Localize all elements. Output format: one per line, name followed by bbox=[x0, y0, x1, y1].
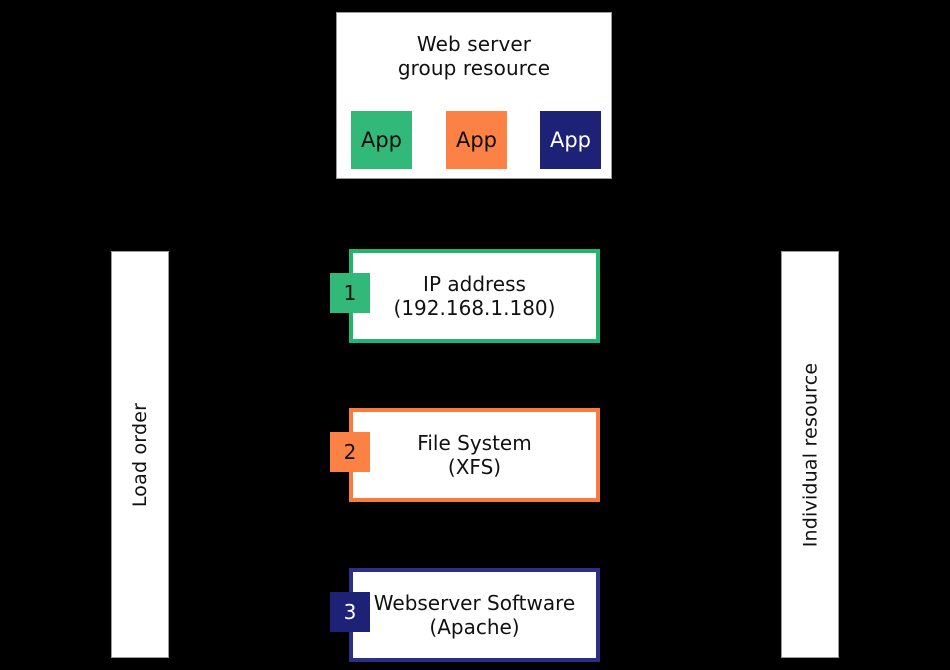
resource-box-file-system: File System (XFS) bbox=[349, 408, 600, 502]
resource-row-3: Webserver Software (Apache) 3 bbox=[330, 568, 600, 662]
order-badge-1-number: 1 bbox=[343, 281, 357, 305]
resource-label-3: Webserver Software (Apache) bbox=[364, 591, 585, 639]
order-badge-2: 2 bbox=[330, 432, 370, 472]
resource-row-1: IP address (192.168.1.180) 1 bbox=[330, 249, 600, 343]
resource-box-ip-address: IP address (192.168.1.180) bbox=[349, 249, 600, 343]
resource-name-1: IP address bbox=[423, 272, 526, 296]
resource-label-2: File System (XFS) bbox=[407, 431, 541, 479]
load-order-axis-bar: Load order bbox=[111, 251, 169, 658]
resource-detail-1: (192.168.1.180) bbox=[393, 296, 556, 320]
individual-resource-axis-label: Individual resource bbox=[799, 362, 821, 547]
resource-label-1: IP address (192.168.1.180) bbox=[384, 272, 566, 320]
resource-box-webserver-software: Webserver Software (Apache) bbox=[349, 568, 600, 662]
order-badge-1: 1 bbox=[330, 273, 370, 313]
individual-resource-axis-bar: Individual resource bbox=[781, 251, 839, 658]
order-badge-3: 3 bbox=[330, 592, 370, 632]
load-order-axis-label: Load order bbox=[129, 402, 152, 507]
order-badge-2-number: 2 bbox=[343, 440, 357, 464]
group-resource-title-line-1: Web server bbox=[416, 32, 532, 56]
resource-row-2: File System (XFS) 2 bbox=[330, 408, 600, 502]
resource-detail-3: (Apache) bbox=[429, 615, 520, 639]
app-tile-1: App bbox=[351, 111, 412, 169]
resource-name-2: File System bbox=[417, 431, 532, 455]
order-badge-3-number: 3 bbox=[343, 600, 357, 624]
group-resource-title: Web server group resource bbox=[337, 32, 611, 80]
resource-detail-2: (XFS) bbox=[447, 455, 502, 479]
app-tile-2: App bbox=[446, 111, 507, 169]
app-tile-1-label: App bbox=[360, 127, 403, 152]
app-tile-3-label: App bbox=[549, 127, 592, 152]
resource-name-3: Webserver Software bbox=[373, 591, 576, 615]
app-tile-2-label: App bbox=[455, 127, 498, 152]
group-resource-title-line-2: group resource bbox=[397, 56, 551, 80]
web-server-group-resource-box: Web server group resource App App App bbox=[336, 12, 612, 179]
app-tile-3: App bbox=[540, 111, 601, 169]
